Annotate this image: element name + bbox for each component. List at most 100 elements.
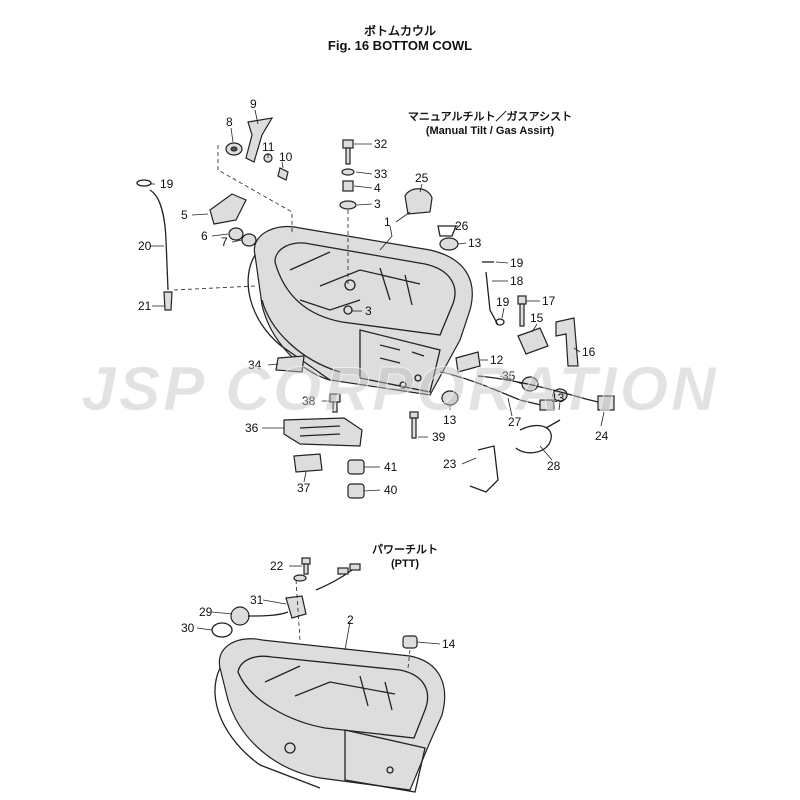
callout-19: 19 — [496, 295, 510, 309]
callout-10: 10 — [279, 150, 293, 164]
callout-21: 21 — [138, 299, 152, 313]
label-37 — [293, 453, 323, 473]
callout-9: 9 — [250, 97, 257, 111]
clamp-31 — [285, 595, 307, 619]
bolt-22 — [293, 557, 311, 582]
grommet-6 — [228, 227, 244, 241]
watermark-text: JSP CORPORATION — [81, 358, 719, 424]
washer-33 — [341, 168, 355, 176]
clip-26 — [437, 225, 457, 237]
callout-28: 28 — [547, 459, 561, 473]
callout-17: 17 — [542, 294, 556, 308]
callout-41: 41 — [384, 460, 398, 474]
hose-20 — [149, 189, 173, 311]
leader-lines — [150, 109, 605, 669]
callout-24: 24 — [595, 429, 609, 443]
callout-4: 4 — [374, 181, 381, 195]
cover-36 — [283, 417, 363, 447]
callout-30: 30 — [181, 621, 195, 635]
callout-13: 13 — [443, 413, 457, 427]
callout-16: 16 — [582, 345, 596, 359]
callout-34: 34 — [248, 358, 262, 372]
page-title: Fig. 16 BOTTOM COWL — [327, 38, 473, 53]
callout-25: 25 — [415, 171, 429, 185]
hose-18 — [485, 271, 499, 326]
switch-25 — [395, 188, 433, 223]
screw-38 — [329, 393, 341, 413]
callout-19: 19 — [510, 256, 524, 270]
callout-13: 13 — [551, 391, 565, 405]
bottom-cowl-manual — [247, 226, 473, 396]
section-label-manual-en: (Manual Tilt / Gas Assirt) — [425, 125, 555, 137]
clip-19c — [495, 318, 505, 326]
callout-6: 6 — [201, 229, 208, 243]
harness-ptt — [315, 563, 361, 591]
callout-12: 12 — [490, 353, 504, 367]
watermark: JSP CORPORATION — [81, 358, 719, 425]
grommet-40 — [347, 483, 365, 499]
callout-26: 26 — [455, 219, 469, 233]
clamp-23 — [469, 445, 499, 493]
callout-19: 19 — [160, 177, 174, 191]
bolt-39 — [409, 411, 419, 439]
callout-20: 20 — [138, 239, 152, 253]
ring-30 — [211, 622, 233, 638]
bottom-cowl-ptt — [214, 638, 446, 793]
callout-1: 1 — [384, 215, 391, 229]
grommet-29 — [230, 606, 289, 626]
callout-40: 40 — [384, 483, 398, 497]
collar-14 — [402, 635, 418, 649]
callout-22: 22 — [270, 559, 284, 573]
bolt-32 — [342, 139, 354, 165]
callout-33: 33 — [374, 167, 388, 181]
grommet-3 — [339, 200, 357, 210]
callout-2: 2 — [347, 613, 354, 627]
section-label-ptt: パワーチルト (PTT) — [350, 543, 460, 571]
callout-31: 31 — [250, 593, 264, 607]
callout-15: 15 — [530, 311, 544, 325]
clip-19a — [136, 179, 152, 187]
section-label-manual-jp: マニュアルチルト／ガスアシスト — [407, 111, 573, 123]
callout-27: 27 — [508, 415, 522, 429]
bracket-16 — [555, 317, 579, 367]
callout-14: 14 — [442, 637, 456, 651]
label-34 — [275, 355, 305, 373]
callout-7: 7 — [221, 235, 228, 249]
bolt-17 — [517, 295, 527, 327]
grommet-41 — [347, 459, 365, 475]
cap-13a — [439, 237, 459, 251]
callout-29: 29 — [199, 605, 213, 619]
callout-3: 3 — [365, 304, 372, 318]
callout-18: 18 — [510, 274, 524, 288]
callout-labels: 9 8 11 10 32 33 4 3 19 25 5 26 6 7 1 13 … — [138, 97, 609, 651]
section-label-manual-tilt: マニュアルチルト／ガスアシスト (Manual Tilt / Gas Assir… — [390, 110, 590, 138]
cable-24 — [477, 375, 615, 411]
lever-9 — [245, 117, 274, 163]
label-12 — [455, 351, 481, 373]
cap-13c — [552, 388, 568, 402]
lanyard-28 — [515, 419, 561, 454]
callout-35: 35 — [502, 369, 516, 383]
callout-11: 11 — [262, 140, 275, 154]
callout-38: 38 — [302, 394, 316, 408]
callout-5: 5 — [181, 208, 188, 222]
grommet-8 — [225, 142, 243, 156]
page-title-jp: ボトムカウル — [363, 24, 436, 38]
callout-36: 36 — [245, 421, 259, 435]
callout-32: 32 — [374, 137, 388, 151]
section-label-ptt-jp: パワーチルト — [372, 544, 438, 556]
callout-8: 8 — [226, 115, 233, 129]
callout-39: 39 — [432, 430, 446, 444]
callout-37: 37 — [297, 481, 311, 495]
callout-13: 13 — [468, 236, 482, 250]
lever-5 — [209, 193, 247, 225]
section-label-ptt-en: (PTT) — [390, 558, 420, 570]
harness-27 — [439, 371, 555, 411]
callout-23: 23 — [443, 457, 457, 471]
callout-3: 3 — [374, 197, 381, 211]
collar-4 — [342, 180, 354, 192]
collar-7 — [241, 233, 257, 247]
switch-15 — [517, 327, 549, 355]
